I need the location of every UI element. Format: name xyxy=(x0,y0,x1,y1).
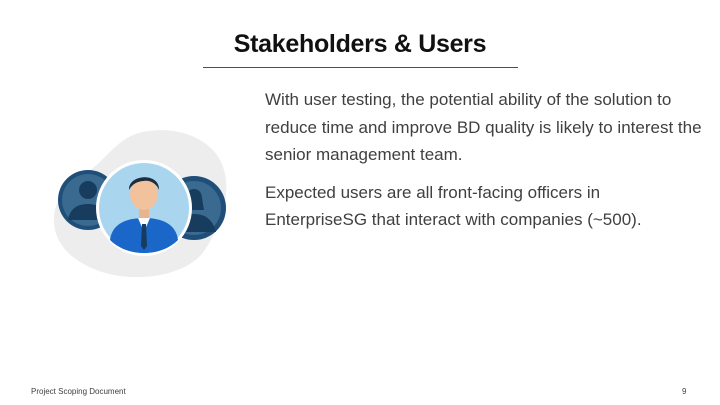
footer-document-label: Project Scoping Document xyxy=(31,387,126,396)
people-group-icon xyxy=(54,130,227,278)
body-text: With user testing, the potential ability… xyxy=(265,86,705,244)
paragraph-stakeholders: With user testing, the potential ability… xyxy=(265,90,702,164)
page-number: 9 xyxy=(682,387,687,396)
slide-title: Stakeholders & Users xyxy=(233,30,487,58)
title-underline xyxy=(203,67,518,68)
paragraph-users: Expected users are all front-facing offi… xyxy=(265,182,642,230)
